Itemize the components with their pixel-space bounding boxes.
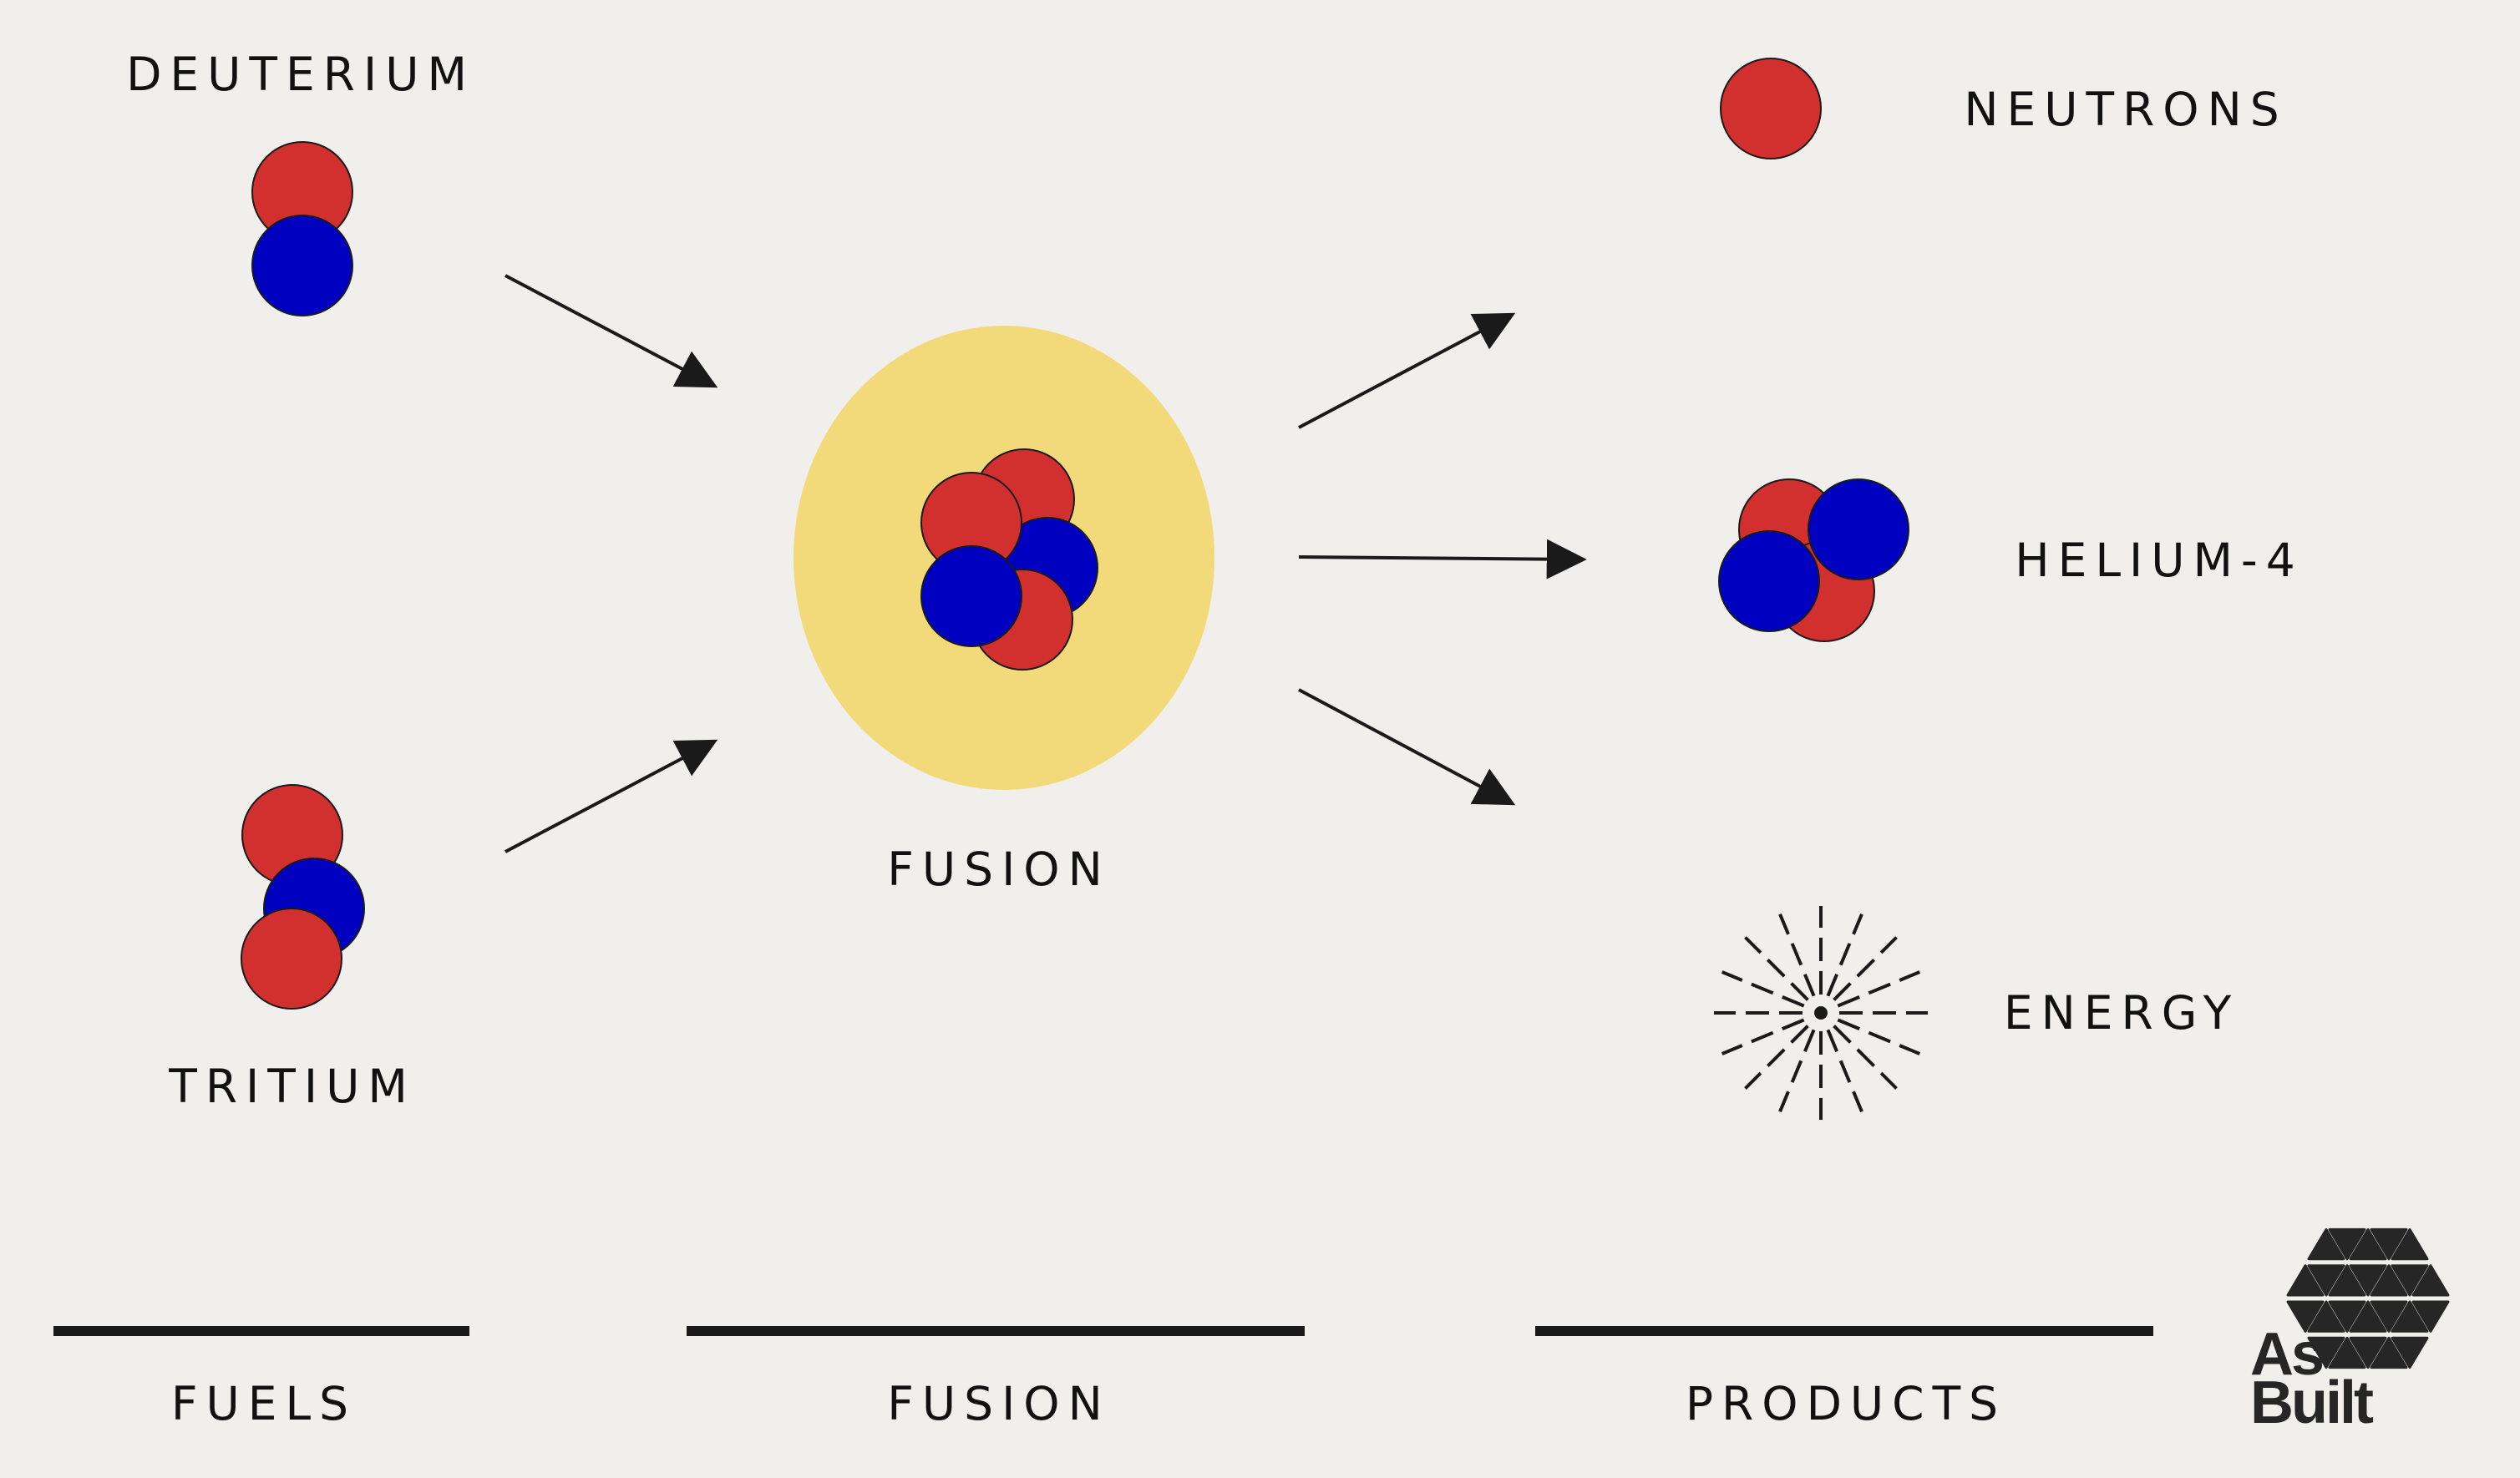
starburst-ray	[1858, 1050, 1874, 1066]
helium-neutron-2	[1719, 531, 1819, 631]
starburst-ray	[1792, 1026, 1808, 1043]
starburst-ray	[1841, 944, 1850, 965]
neutrons-group: NEUTRONS	[1721, 58, 2288, 159]
arrow-to-neutrons	[1299, 315, 1512, 428]
starburst-ray	[1782, 1020, 1804, 1029]
section-fuels: FUELS	[171, 1377, 357, 1430]
starburst-icon	[1714, 906, 1928, 1120]
starburst-ray	[1881, 1073, 1896, 1088]
helium-atom	[1719, 479, 1909, 641]
deuterium-atom	[252, 142, 352, 316]
starburst-ray	[1899, 1045, 1919, 1054]
starburst-ray	[1805, 1030, 1814, 1051]
arrow-tritium-to-fusion	[505, 742, 714, 852]
energy-label: ENERGY	[2004, 986, 2239, 1040]
starburst-ray	[1767, 959, 1784, 976]
starburst-ray	[1868, 984, 1890, 994]
starburst-ray	[1722, 972, 1742, 980]
starburst-ray	[1780, 1091, 1788, 1111]
starburst-ray	[1853, 914, 1862, 934]
helium-neutron-1	[1808, 479, 1909, 580]
tritium-label: TRITIUM	[168, 1060, 416, 1113]
tritium-proton-bottom	[241, 909, 342, 1009]
helium-label: HELIUM-4	[2015, 534, 2304, 587]
starburst-ray	[1752, 984, 1773, 994]
as-built-logo: As Built	[2250, 1229, 2448, 1436]
starburst-ray	[1838, 1020, 1859, 1029]
starburst-ray	[1805, 974, 1814, 996]
fusion-neutron-2	[921, 546, 1022, 646]
starburst-ray	[1828, 1030, 1837, 1051]
arrow-deuterium-to-fusion	[505, 276, 714, 386]
starburst-ray	[1722, 1045, 1742, 1054]
starburst-ray	[1792, 1060, 1802, 1082]
neutrons-label: NEUTRONS	[1964, 83, 2287, 136]
deuterium-group: DEUTERIUM	[126, 48, 475, 316]
starburst-center	[1814, 1006, 1828, 1020]
starburst-ray	[1767, 1050, 1784, 1066]
tritium-group: TRITIUM	[168, 785, 416, 1113]
helium-group: HELIUM-4	[1719, 479, 2304, 641]
starburst-ray	[1828, 974, 1837, 996]
starburst-ray	[1838, 997, 1859, 1006]
section-products: PRODUCTS	[1686, 1377, 2006, 1430]
starburst-ray	[1780, 914, 1788, 934]
arrow-to-energy	[1299, 690, 1512, 803]
neutron-particle	[1721, 58, 1821, 159]
starburst-ray	[1746, 1073, 1761, 1088]
fusion-label: FUSION	[887, 843, 1110, 896]
energy-group: ENERGY	[1714, 906, 2239, 1120]
starburst-ray	[1881, 938, 1896, 953]
starburst-ray	[1792, 944, 1802, 965]
deuterium-neutron	[252, 215, 352, 316]
starburst-ray	[1752, 1033, 1773, 1042]
tritium-atom	[241, 785, 364, 1009]
starburst-ray	[1841, 1060, 1850, 1082]
starburst-ray	[1782, 997, 1804, 1006]
starburst-ray	[1899, 972, 1919, 980]
starburst-ray	[1853, 1091, 1862, 1111]
logo-line-2: Built	[2250, 1369, 2374, 1436]
deuterium-label: DEUTERIUM	[126, 48, 475, 101]
starburst-ray	[1868, 1033, 1890, 1042]
starburst-ray	[1746, 938, 1761, 953]
section-fusion: FUSION	[887, 1377, 1110, 1430]
starburst-ray	[1834, 984, 1851, 1000]
section-footer: FUELS FUSION PRODUCTS	[53, 1331, 2153, 1430]
starburst-ray	[1792, 984, 1808, 1000]
arrow-to-helium	[1299, 557, 1583, 559]
fusion-group: FUSION	[794, 326, 1214, 896]
starburst-ray	[1834, 1026, 1851, 1043]
starburst-ray	[1858, 959, 1874, 976]
